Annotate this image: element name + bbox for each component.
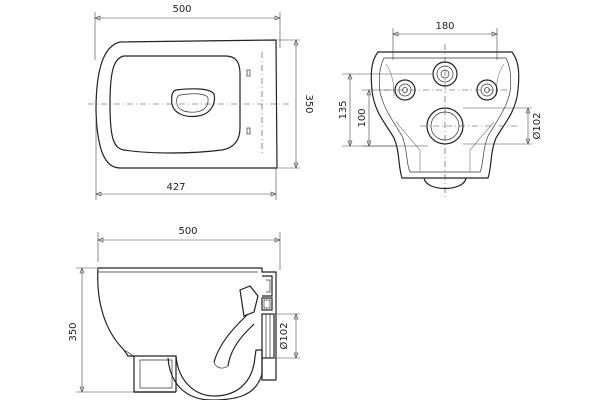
top-depth-dimension: 350	[278, 39, 314, 169]
top-inner-width-dimension: 427	[95, 120, 277, 200]
rear-pipe-label: Ø102	[531, 113, 543, 140]
rear-width-label: 180	[435, 21, 454, 32]
top-view: 500 350 427	[88, 4, 314, 200]
side-view: 500	[68, 226, 300, 400]
side-width-label: 500	[178, 226, 197, 237]
rear-view: 180	[338, 21, 543, 200]
top-bowl-rim	[109, 55, 241, 154]
rear-pipe-dimension: Ø102	[463, 107, 543, 145]
top-bowl-outline	[95, 39, 278, 169]
rear-offset-label: 100	[357, 108, 368, 127]
rear-width-dimension: 180	[392, 21, 498, 60]
top-depth-label: 350	[303, 94, 314, 113]
top-width-dimension: 500	[94, 4, 281, 60]
top-mount-hole	[246, 69, 251, 77]
side-bowl-outline	[98, 267, 277, 380]
rear-height-label: 135	[338, 100, 349, 119]
top-inner-width-label: 427	[166, 182, 185, 193]
top-mount-hole	[246, 127, 251, 135]
side-width-dimension: 500	[97, 226, 281, 270]
side-height-label: 350	[68, 322, 79, 341]
top-width-label: 500	[172, 4, 191, 15]
top-bowl-opening	[171, 88, 216, 118]
side-pipe-label: Ø102	[278, 323, 290, 350]
side-rear-fitting	[239, 275, 276, 381]
side-height-dimension: 350	[68, 267, 134, 393]
side-pipe-dimension: Ø102	[274, 313, 300, 359]
rear-height-dimension: 135	[338, 73, 432, 147]
rear-offset-dimension: 100	[357, 89, 396, 147]
